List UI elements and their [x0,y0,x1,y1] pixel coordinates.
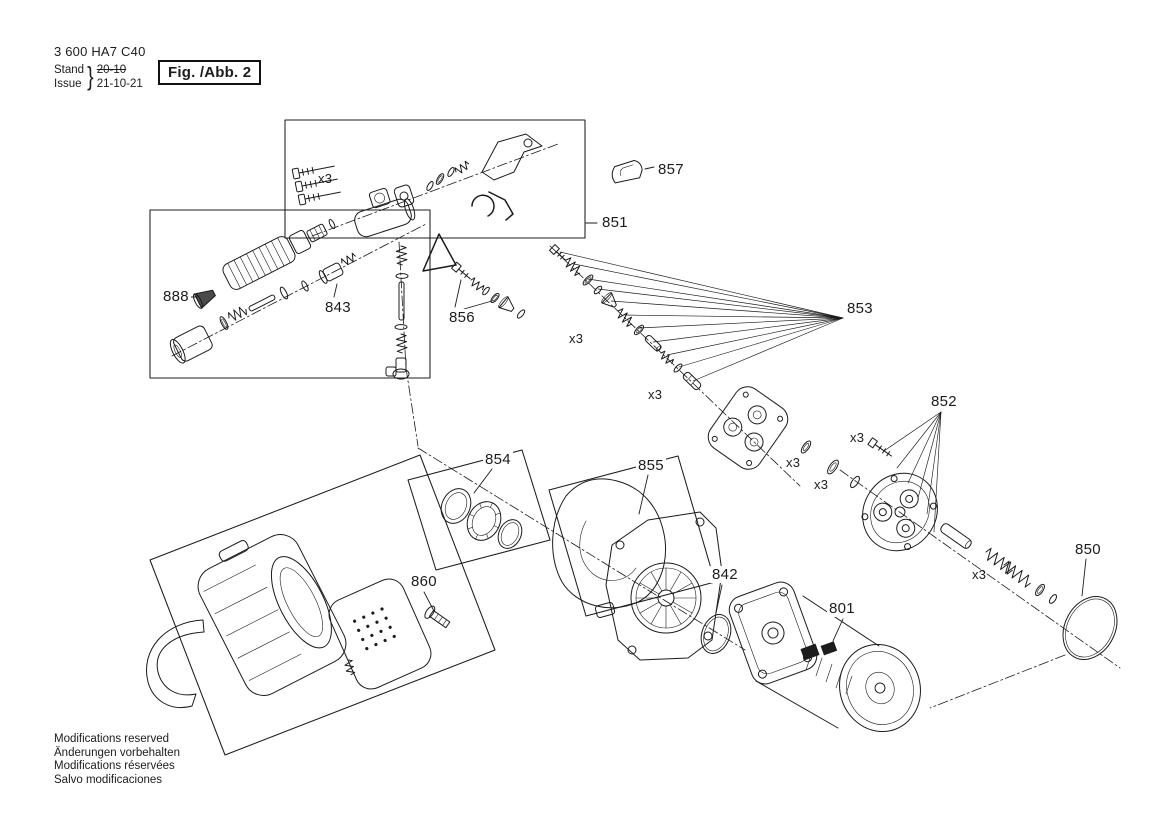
o-ring-850-drawing [1062,596,1118,660]
stand-label: Stand [54,63,85,76]
triangle-clip-drawing [422,233,457,272]
qty-marker-x3: x3 [318,171,333,186]
motor-801-drawing [728,581,921,733]
callout-888: 888 [161,288,191,305]
drawing-header: 3 600 HA7 C40 Stand Issue } 20-10 21-10-… [54,44,146,92]
hook-bracket-drawing [146,619,205,708]
callout-852: 852 [929,393,959,410]
o-ring-842-drawing [700,614,732,654]
valve-assembly-851-drawing [291,133,543,238]
valve-body-drawing [354,187,416,238]
qty-marker-x3: x3 [972,567,987,582]
motor-housing-drawing [146,534,451,708]
callout-857: 857 [656,161,686,178]
issue-label: Issue [54,77,82,90]
qty-marker-x3: x3 [814,477,829,492]
fan-rotor-drawing [630,562,702,634]
callout-851: 851 [600,214,630,231]
group-box-851 [284,119,586,239]
cap-857-drawing [611,160,643,184]
trigger-lever-drawing [481,133,543,181]
qty-marker-x3: x3 [648,387,663,402]
group-box-888 [149,209,431,379]
axis-lines [171,143,1121,709]
type-number: 3 600 HA7 C40 [54,44,146,59]
stand-value: 20-10 [96,63,127,76]
qty-marker-x3: x3 [786,455,801,470]
nozzle-cone-888-drawing [192,289,216,309]
bent-pin-drawing [488,191,514,221]
pump-head-852-drawing [800,437,938,552]
notice-line-en: Modifications reserved [54,733,170,745]
revision-values: 20-10 21-10-21 [97,63,143,91]
seal-kit-854-drawing [440,488,523,549]
valve-kit-853-drawing [548,244,702,391]
callout-856: 856 [447,309,477,326]
callout-843: 843 [323,299,353,316]
callout-854: 854 [483,451,513,468]
screw-860-drawing [424,605,451,629]
callout-860: 860 [409,573,439,590]
modifications-notice: Modifications reserved Änderungen vorbeh… [54,733,180,787]
group-boxes [149,119,716,756]
revision-block: Stand Issue } 20-10 21-10-21 [54,61,146,92]
notice-line-fr: Modifications réservées [54,760,175,772]
callout-801: 801 [827,600,857,617]
spring-clip-drawing [471,194,495,217]
valve-block-drawing [707,386,789,470]
leader-fan-853 [559,251,844,382]
revision-brace: } [87,61,94,91]
unloader-valve-parts-drawing [385,245,410,380]
notice-line-es: Salvo modificaciones [54,773,163,786]
leader-fan-852 [883,411,942,533]
callout-850: 850 [1073,541,1103,558]
piston-spring-set-drawing [940,523,1058,604]
callout-853: 853 [845,300,875,317]
qty-marker-x3: x3 [850,430,865,445]
qty-marker-x3: x3 [569,331,584,346]
spray-wand-888-drawing [169,218,358,364]
knurled-grip-drawing [222,236,296,290]
housing-shell-drawing [328,578,432,690]
group-box-860 [149,454,496,756]
notice-line-de: Änderungen vorbehalten [54,746,180,759]
issue-value: 21-10-21 [96,77,143,90]
callout-855: 855 [636,457,666,474]
motor-terminals-drawing [800,641,838,661]
valve-kit-856-drawing [451,261,526,319]
revision-labels: Stand Issue [54,63,84,91]
figure-label: Fig. /Abb. 2 [158,60,262,85]
valve-843-drawing [318,262,344,284]
pump-housing-855-drawing [552,478,723,661]
callout-842: 842 [710,566,740,583]
